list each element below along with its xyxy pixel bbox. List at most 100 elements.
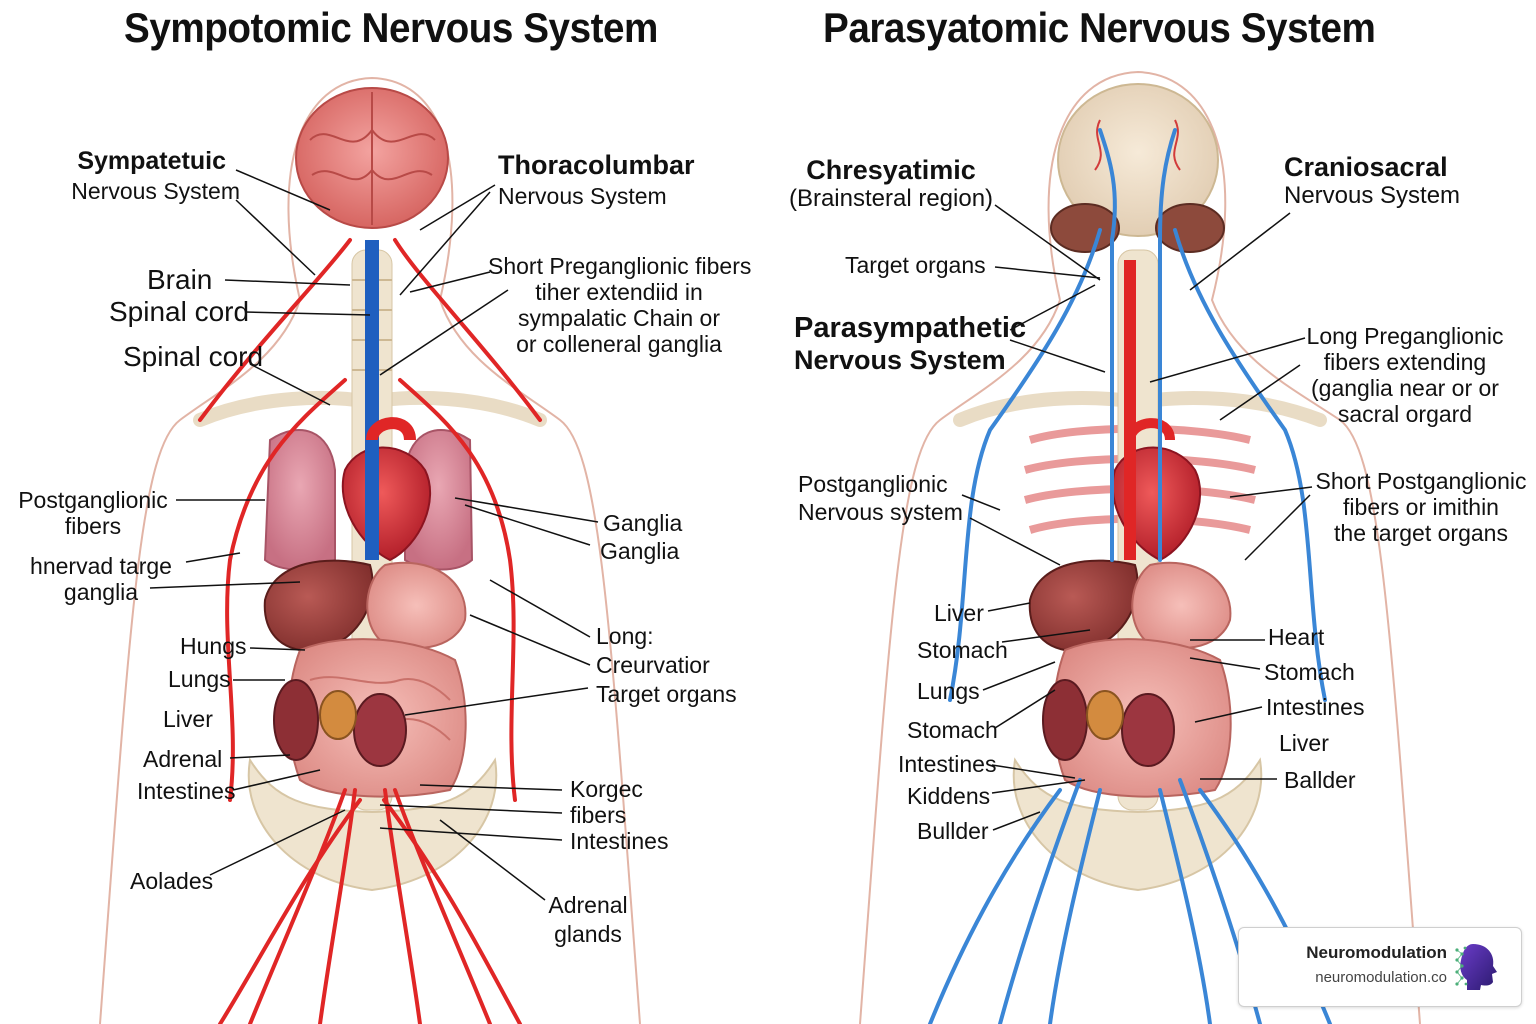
source-badge[interactable]: Neuromodulation neuromodulation.co (1238, 927, 1522, 1007)
left-stomach (366, 561, 467, 650)
korgec-line-3: Intestines (570, 828, 669, 854)
label-liver-right: Liver (934, 600, 984, 626)
craniosacral-line-1: Craniosacral (1284, 152, 1448, 182)
label-stomach-right-3: Stomach (1264, 659, 1355, 685)
right-cerebellum-r (1155, 203, 1225, 253)
label-ballder: Ballder (1284, 767, 1356, 793)
label-ganglia-2: Ganglia (600, 538, 680, 564)
long-pre-line-3: (ganglia near or or (1311, 375, 1499, 401)
label-chresyatimic: Chresyatimic (Brainsteral region) (780, 155, 1002, 212)
label-liver: Liver (163, 706, 213, 732)
korgec-line-2: fibers (570, 802, 627, 828)
label-craniosacral: Craniosacral Nervous System (1284, 152, 1460, 209)
short-pre-line-4: or colleneral ganglia (516, 331, 722, 357)
label-short-preganglionic: Short Preganglionic fibers tiher extendi… (488, 253, 752, 357)
brain-profile-icon (1455, 944, 1497, 990)
long-line-3: Target organs (596, 681, 737, 707)
label-target-organs: Target organs (845, 252, 986, 278)
label-intestines: Intestines (137, 778, 236, 804)
short-pre-line-3: sympalatic Chain or (518, 305, 720, 331)
right-figure (859, 70, 1421, 1024)
short-post-line-1: Short Postganglionic (1315, 468, 1527, 494)
left-kidney-l (353, 693, 407, 767)
left-pelvis (247, 757, 498, 892)
long-pre-line-1: Long Preganglionic (1306, 323, 1504, 349)
short-pre-line-2: tiher extendiid in (535, 279, 703, 305)
right-skull (1057, 83, 1219, 237)
right-kidney-l (1121, 693, 1175, 767)
label-korgec: Korgec fibers Intestines (570, 776, 668, 854)
label-intestines-right: Intestines (898, 751, 997, 777)
left-kidney-r (273, 679, 319, 761)
left-adrenal (319, 690, 357, 740)
label-lungs: Lungs (168, 666, 231, 692)
label-long: Long: Creurvatior Target organs (596, 623, 737, 707)
long-pre-line-2: fibers extending (1323, 349, 1487, 375)
left-title: Sympotomic Nervous System (124, 4, 658, 51)
label-sympatetuic-sub: Nervous System (71, 178, 240, 204)
label-hungs: Hungs (180, 633, 247, 659)
long-pre-line-4: sacral orgard (1337, 401, 1473, 427)
sympathetic-nerves (198, 238, 542, 1024)
chresyatimic-line-1: Chresyatimic (806, 155, 976, 185)
left-heart (341, 446, 431, 562)
short-post-line-2: fibers or imithin (1343, 494, 1499, 520)
right-kidney-r (1042, 679, 1088, 761)
label-postganglionic: Postganglionic fibers (18, 487, 168, 539)
badge-name: Neuromodulation (1306, 943, 1447, 962)
parasympathetic-line-1: Parasympathetic (794, 312, 1027, 344)
parasympathetic-line-2: Nervous System (794, 345, 1006, 375)
right-cerebellum-l (1050, 203, 1120, 253)
adrenal-glands-line-1: Adrenal (548, 892, 628, 918)
label-parasympathetic: Parasympathetic Nervous System (794, 312, 1026, 376)
postganglionic-right-line-1: Postganglionic (798, 471, 948, 497)
right-stomach (1131, 561, 1232, 650)
short-post-line-3: the target organs (1334, 520, 1508, 546)
label-ganglia-1: Ganglia (603, 510, 683, 536)
left-liver (263, 559, 374, 652)
long-line-1: Long: (596, 623, 654, 649)
right-pelvis (1012, 757, 1263, 892)
label-liver-right-2: Liver (1279, 730, 1329, 756)
postganglionic-line-2: fibers (64, 513, 122, 539)
label-stomach-right-2: Stomach (907, 717, 998, 743)
innervad-line-2: ganglia (63, 579, 139, 605)
label-adrenal: Adrenal (143, 746, 223, 772)
badge-url[interactable]: neuromodulation.co (1315, 969, 1447, 986)
label-brain: Brain (147, 264, 213, 295)
right-liver (1028, 559, 1139, 652)
right-body-outline (859, 70, 1421, 1024)
innervad-line-1: hnervad targe (30, 553, 172, 579)
postganglionic-right-line-2: Nervous system (798, 499, 963, 525)
label-intestines-right-2: Intestines (1266, 694, 1365, 720)
short-pre-line-1: Short Preganglionic fibers (488, 253, 752, 279)
korgec-line-1: Korgec (570, 776, 643, 802)
label-lungs-right: Lungs (917, 678, 980, 704)
label-long-preganglionic: Long Preganglionic fibers extending (gan… (1300, 323, 1510, 427)
label-short-postganglionic: Short Postganglionic fibers or imithin t… (1312, 468, 1530, 546)
right-adrenal (1086, 690, 1124, 740)
label-adrenal-glands: Adrenal glands (543, 892, 633, 947)
label-innervad: hnervad targe ganglia (30, 553, 172, 605)
chresyatimic-line-2: (Brainsteral region) (788, 185, 994, 212)
long-line-2: Creurvatior (596, 652, 710, 678)
adrenal-glands-line-2: glands (554, 921, 622, 947)
label-spinal-cord-2: Spinal cord (123, 341, 264, 372)
postganglionic-line-1: Postganglionic (18, 487, 168, 513)
label-thoracolumbar: Thoracolumbar (498, 150, 695, 180)
label-sympatetuic: Sympatetuic (77, 147, 226, 175)
left-lung-right (263, 429, 336, 571)
craniosacral-line-2: Nervous System (1284, 182, 1461, 209)
label-aolades: Aolades (130, 868, 214, 894)
label-bullder: Bullder (917, 818, 989, 844)
label-thoracolumbar-sub: Nervous System (498, 183, 667, 209)
leader-lines (149, 169, 1313, 901)
label-heart-right: Heart (1268, 624, 1325, 650)
right-title: Parasyatomic Nervous System (823, 4, 1376, 51)
left-figure (99, 76, 641, 1024)
label-spinal-cord-1: Spinal cord (109, 296, 250, 327)
label-stomach-right-1: Stomach (917, 637, 1008, 663)
label-kiddens: Kiddens (907, 783, 991, 809)
label-postganglionic-right: Postganglionic Nervous system (798, 471, 963, 525)
